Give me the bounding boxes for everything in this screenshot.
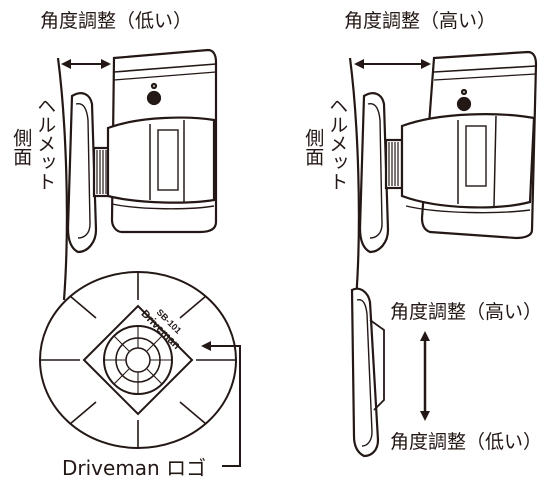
angle-low-label-top: 角度調整（低い） xyxy=(40,10,193,32)
mount-pad-high xyxy=(358,92,390,254)
angle-high-label-top: 角度調整（高い） xyxy=(344,10,497,32)
logo-caption: Driveman ロゴ xyxy=(62,456,207,480)
mount-base-top-view xyxy=(39,271,237,449)
diagram-high-angle xyxy=(348,50,538,301)
diagram-low-angle xyxy=(56,48,218,301)
helmet-side-label-right-col2: 側面 xyxy=(302,128,325,166)
pad-side-view xyxy=(350,287,385,458)
camera-lens xyxy=(146,90,162,106)
helmet-surface-line xyxy=(56,57,68,301)
angle-low-label-bottom: 角度調整（低い） xyxy=(390,431,543,453)
helmet-side-label-right-col1: ヘルメット xyxy=(326,96,349,191)
camera-clamp-high xyxy=(400,113,536,209)
camera-clamp xyxy=(106,116,216,204)
mount-pad xyxy=(66,92,98,254)
angle-high-label-bottom: 角度調整（高い） xyxy=(390,301,543,323)
helmet-surface-line-high xyxy=(348,57,360,301)
camera-lens-high xyxy=(456,96,472,112)
helmet-side-label-left-col2: 側面 xyxy=(10,128,33,166)
helmet-side-label-left-col1: ヘルメット xyxy=(34,96,57,191)
